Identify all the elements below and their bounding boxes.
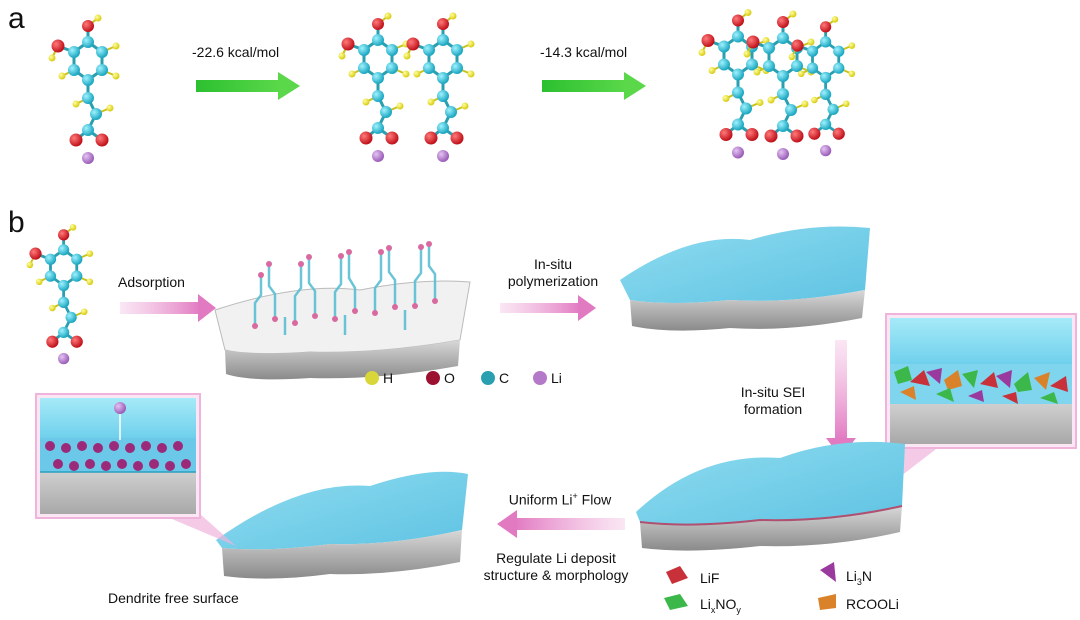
legend-label-li3n: Li3N (846, 568, 873, 587)
legend-shape-lixnoy (664, 594, 688, 610)
legend-label-o: O (444, 370, 455, 386)
substrate-sei (636, 441, 905, 551)
legend-dot-c (481, 371, 495, 385)
green-arrow-1 (196, 72, 300, 100)
dendrite-free-label: Dendrite free surface (108, 590, 239, 606)
monomer-molecule-b (25, 222, 95, 366)
legend-label-h: H (383, 370, 394, 386)
sei-inset (866, 313, 1077, 503)
legend-shape-rcooli (818, 594, 836, 610)
substrate-adsorbed (214, 241, 471, 380)
pink-arrow-sei (826, 340, 856, 458)
legend-shape-li3n (820, 562, 836, 582)
dimer-molecule (337, 11, 476, 164)
regulate-label-line1: Regulate Li deposit (496, 550, 616, 566)
polymerization-label: In-situ polymerization (498, 256, 608, 290)
legend-label-c: C (499, 370, 510, 386)
energy-label-2: -14.3 kcal/mol (540, 44, 628, 60)
polymerization-label-line2: polymerization (507, 273, 599, 289)
trimer-molecule (696, 7, 857, 162)
green-arrow-2 (542, 72, 646, 100)
monomer-molecule-a1 (47, 13, 121, 166)
legend-label-lixnoy: LixNOy (700, 596, 741, 615)
pink-arrow-adsorption (120, 294, 216, 322)
legend-dot-o (426, 371, 440, 385)
uniform-flow-label: Uniform Li+ Flow (508, 491, 612, 508)
legend-dot-li (533, 371, 547, 385)
legend-label-lif: LiF (700, 570, 720, 586)
panel-label-b: b (8, 206, 25, 239)
adsorption-label: Adsorption (118, 274, 185, 290)
polymerization-label-line1: In-situ (533, 256, 573, 272)
sei-formation-label-line2: formation (743, 401, 803, 417)
sei-formation-label: In-situ SEI formation (718, 384, 828, 418)
li-deposit-inset (35, 393, 236, 546)
substrate-polymerized (620, 226, 870, 331)
legend-dot-h (365, 371, 379, 385)
legend-label-li: Li (551, 370, 562, 386)
pink-arrow-polymerization (500, 295, 596, 321)
regulate-label: Regulate Li deposit structure & morpholo… (466, 550, 646, 584)
legend-shape-lif (666, 566, 688, 584)
energy-label-1: -22.6 kcal/mol (192, 44, 280, 60)
sei-formation-label-line1: In-situ SEI (740, 384, 806, 400)
pink-arrow-uniform-flow (497, 510, 625, 538)
panel-label-a: a (8, 2, 25, 35)
regulate-label-line2: structure & morphology (483, 567, 629, 583)
legend-label-rcooli: RCOOLi (846, 596, 899, 612)
substrate-dendrite-free (216, 471, 468, 579)
